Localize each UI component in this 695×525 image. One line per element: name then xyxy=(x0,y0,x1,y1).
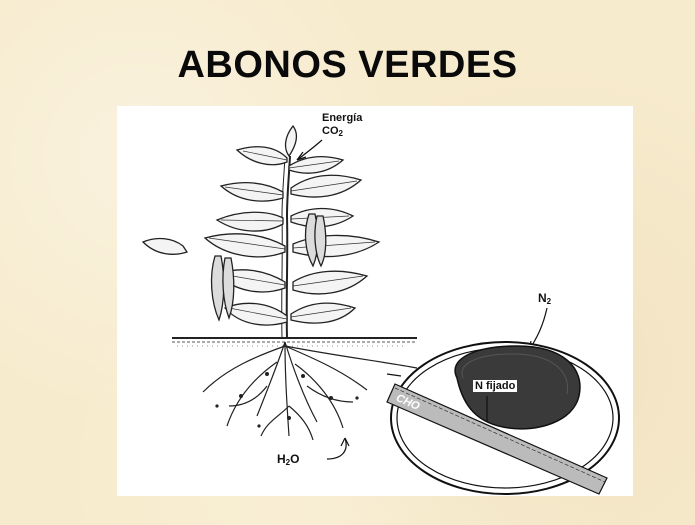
diagram-svg xyxy=(117,106,633,496)
slide-title: ABONOS VERDES xyxy=(0,44,695,87)
nodule-zoom-circle xyxy=(387,342,619,494)
soil-surface xyxy=(172,338,417,346)
h2o-arrow xyxy=(327,438,349,459)
plant-leaves xyxy=(143,126,379,325)
h2o-label: H2O xyxy=(277,453,299,469)
energy-label: Energía xyxy=(322,112,362,124)
green-manure-diagram: Energía CO2 N2 N fijado CHO H2O xyxy=(117,106,633,496)
co2-label: CO2 xyxy=(322,125,343,140)
n-fixed-label: N fijado xyxy=(473,380,517,392)
n2-label: N2 xyxy=(538,292,551,308)
plant-roots xyxy=(203,342,417,440)
